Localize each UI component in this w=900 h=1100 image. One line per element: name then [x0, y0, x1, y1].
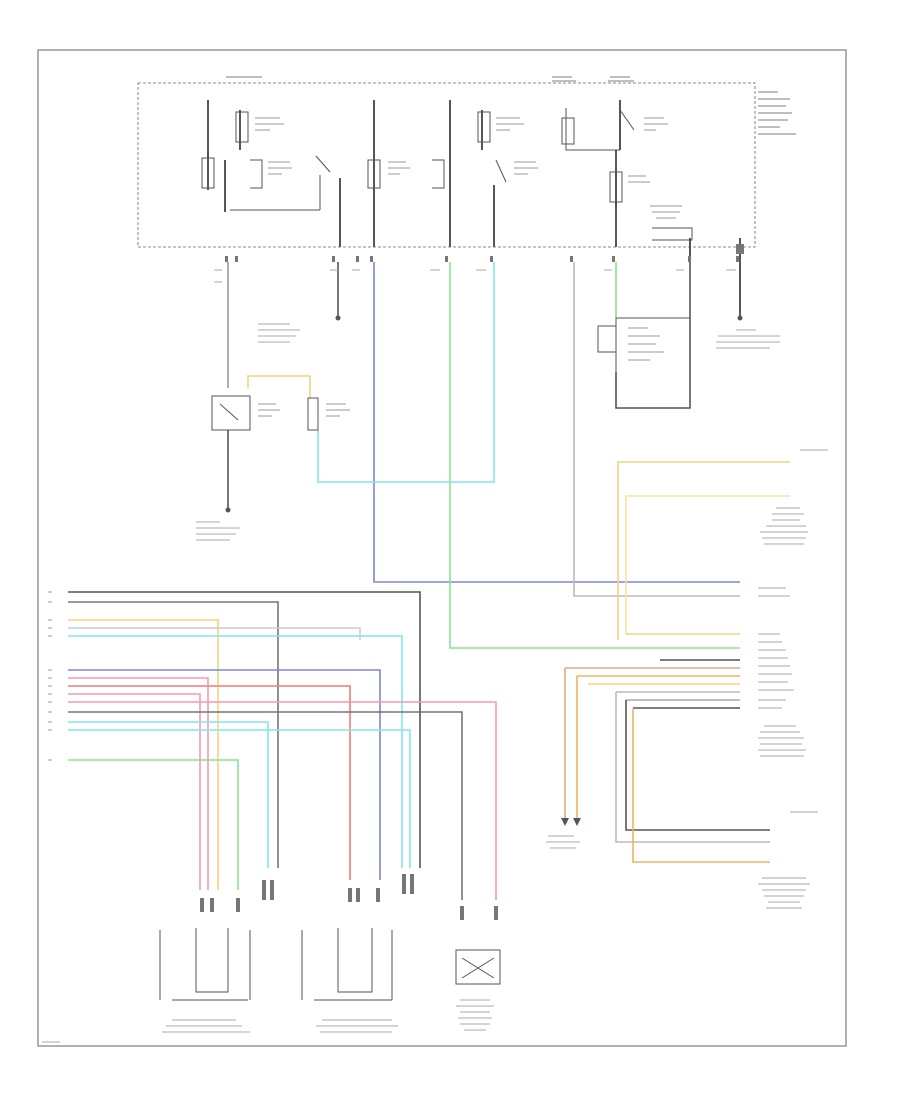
- fuse-relay-block: [137, 76, 796, 320]
- temperature-door-actuator: [301, 874, 414, 1001]
- recirculation-actuator: [455, 906, 501, 985]
- label-strokes: [42, 323, 828, 1043]
- blower-motor-relay: [211, 395, 280, 431]
- ground-symbols: [225, 430, 581, 826]
- connector-pins: [225, 256, 739, 262]
- wire-harness: [68, 262, 790, 900]
- connector-label-strokes: [214, 269, 736, 283]
- ac-compressor-clutch: [597, 317, 691, 409]
- blower-motor-resistor: [307, 397, 350, 431]
- harness-label-strokes: [48, 591, 52, 761]
- mode-door-actuator: [159, 880, 274, 1001]
- diagram-frame: [37, 49, 847, 1047]
